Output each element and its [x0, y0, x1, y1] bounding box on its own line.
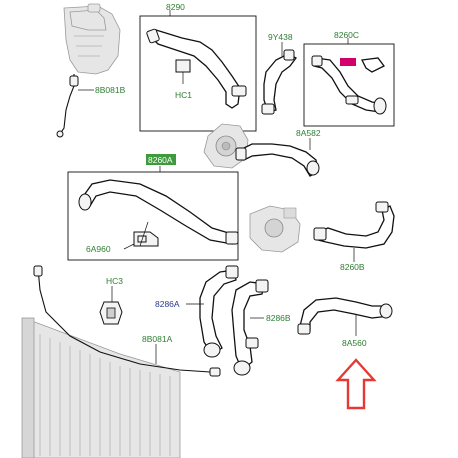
highlight-tag	[340, 58, 356, 66]
bleed-line-8b081a	[33, 265, 221, 377]
label-8286b: 8286B	[266, 313, 291, 323]
badge-8260a	[146, 154, 176, 165]
red-pointer-arrow	[335, 358, 377, 410]
sensor-line-8b081b	[56, 74, 94, 138]
label-8b081b: 8B081B	[95, 85, 126, 95]
label-hc3: HC3	[106, 276, 123, 286]
radiator	[21, 317, 181, 458]
box-8290	[139, 10, 257, 132]
box-8260a	[67, 154, 239, 261]
hose-8260b	[313, 201, 395, 262]
hose-9y438	[261, 42, 297, 115]
hose-8260c	[311, 55, 387, 115]
label-hc1: HC1	[175, 90, 192, 100]
label-8290: 8290	[166, 2, 185, 12]
hose-8286b	[231, 279, 269, 376]
hose-8a582	[235, 138, 320, 177]
label-8a560: 8A560	[342, 338, 367, 348]
label-8260a: 8260A	[148, 155, 173, 165]
expansion-tank	[63, 3, 121, 75]
hose-8290	[146, 28, 247, 109]
label-8260c: 8260C	[334, 30, 359, 40]
label-8a582: 8A582	[296, 128, 321, 138]
label-8286a: 8286A	[155, 299, 180, 309]
label-8260b: 8260B	[340, 262, 365, 272]
label-6a960: 6A960	[86, 244, 111, 254]
hose-8260a	[78, 179, 239, 250]
hose-8a560	[297, 297, 393, 336]
label-8b081a: 8B081A	[142, 334, 173, 344]
thermostat-housing	[249, 205, 301, 253]
clip-hc3	[99, 286, 123, 325]
box-8260c	[303, 38, 395, 127]
label-9y438: 9Y438	[268, 32, 293, 42]
hose-8286a	[186, 265, 239, 358]
